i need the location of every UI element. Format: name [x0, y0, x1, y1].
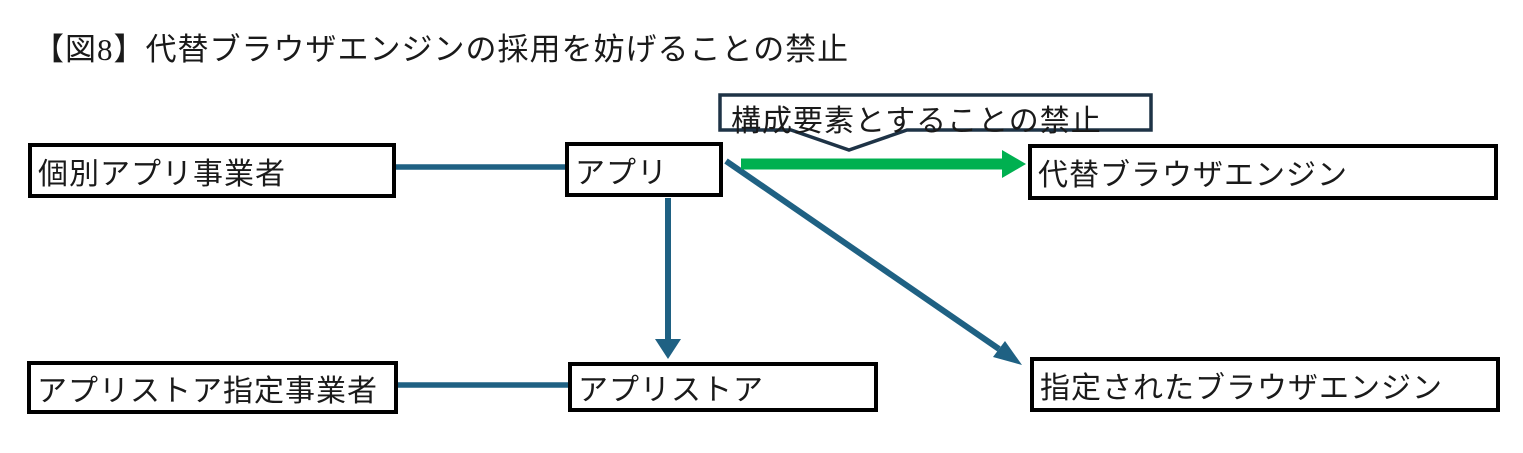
node-alternative-browser-engine: 代替ブラウザエンジン: [1028, 144, 1498, 200]
node-individual-app-provider-label: 個別アプリ事業者: [38, 157, 286, 191]
callout-bubble-shape: [718, 93, 1153, 152]
edge-app-alt-engine-arrowhead: [1002, 150, 1026, 178]
node-app: アプリ: [565, 142, 723, 197]
node-app-store-designated-provider-label: アプリストア指定事業者: [37, 374, 378, 408]
edge-app-designated-arrowhead: [993, 341, 1022, 365]
figure-title: 【図8】代替ブラウザエンジンの採用を妨げることの禁止: [33, 32, 850, 67]
node-app-store: アプリストア: [568, 362, 878, 412]
edge-app-designated-arrow-shaft: [724, 158, 1001, 352]
node-app-store-designated-provider: アプリストア指定事業者: [27, 361, 398, 414]
node-designated-browser-engine-label: 指定されたブラウザエンジン: [1040, 371, 1443, 405]
node-individual-app-provider: 個別アプリ事業者: [28, 143, 396, 198]
node-app-store-label: アプリストア: [578, 374, 764, 407]
node-alternative-browser-engine-label: 代替ブラウザエンジン: [1038, 159, 1348, 192]
edge-app-store-arrowhead: [655, 339, 681, 359]
node-designated-browser-engine: 指定されたブラウザエンジン: [1030, 357, 1500, 412]
node-app-label: アプリ: [575, 156, 668, 190]
callout-label: 構成要素とすることの禁止: [731, 105, 1102, 138]
